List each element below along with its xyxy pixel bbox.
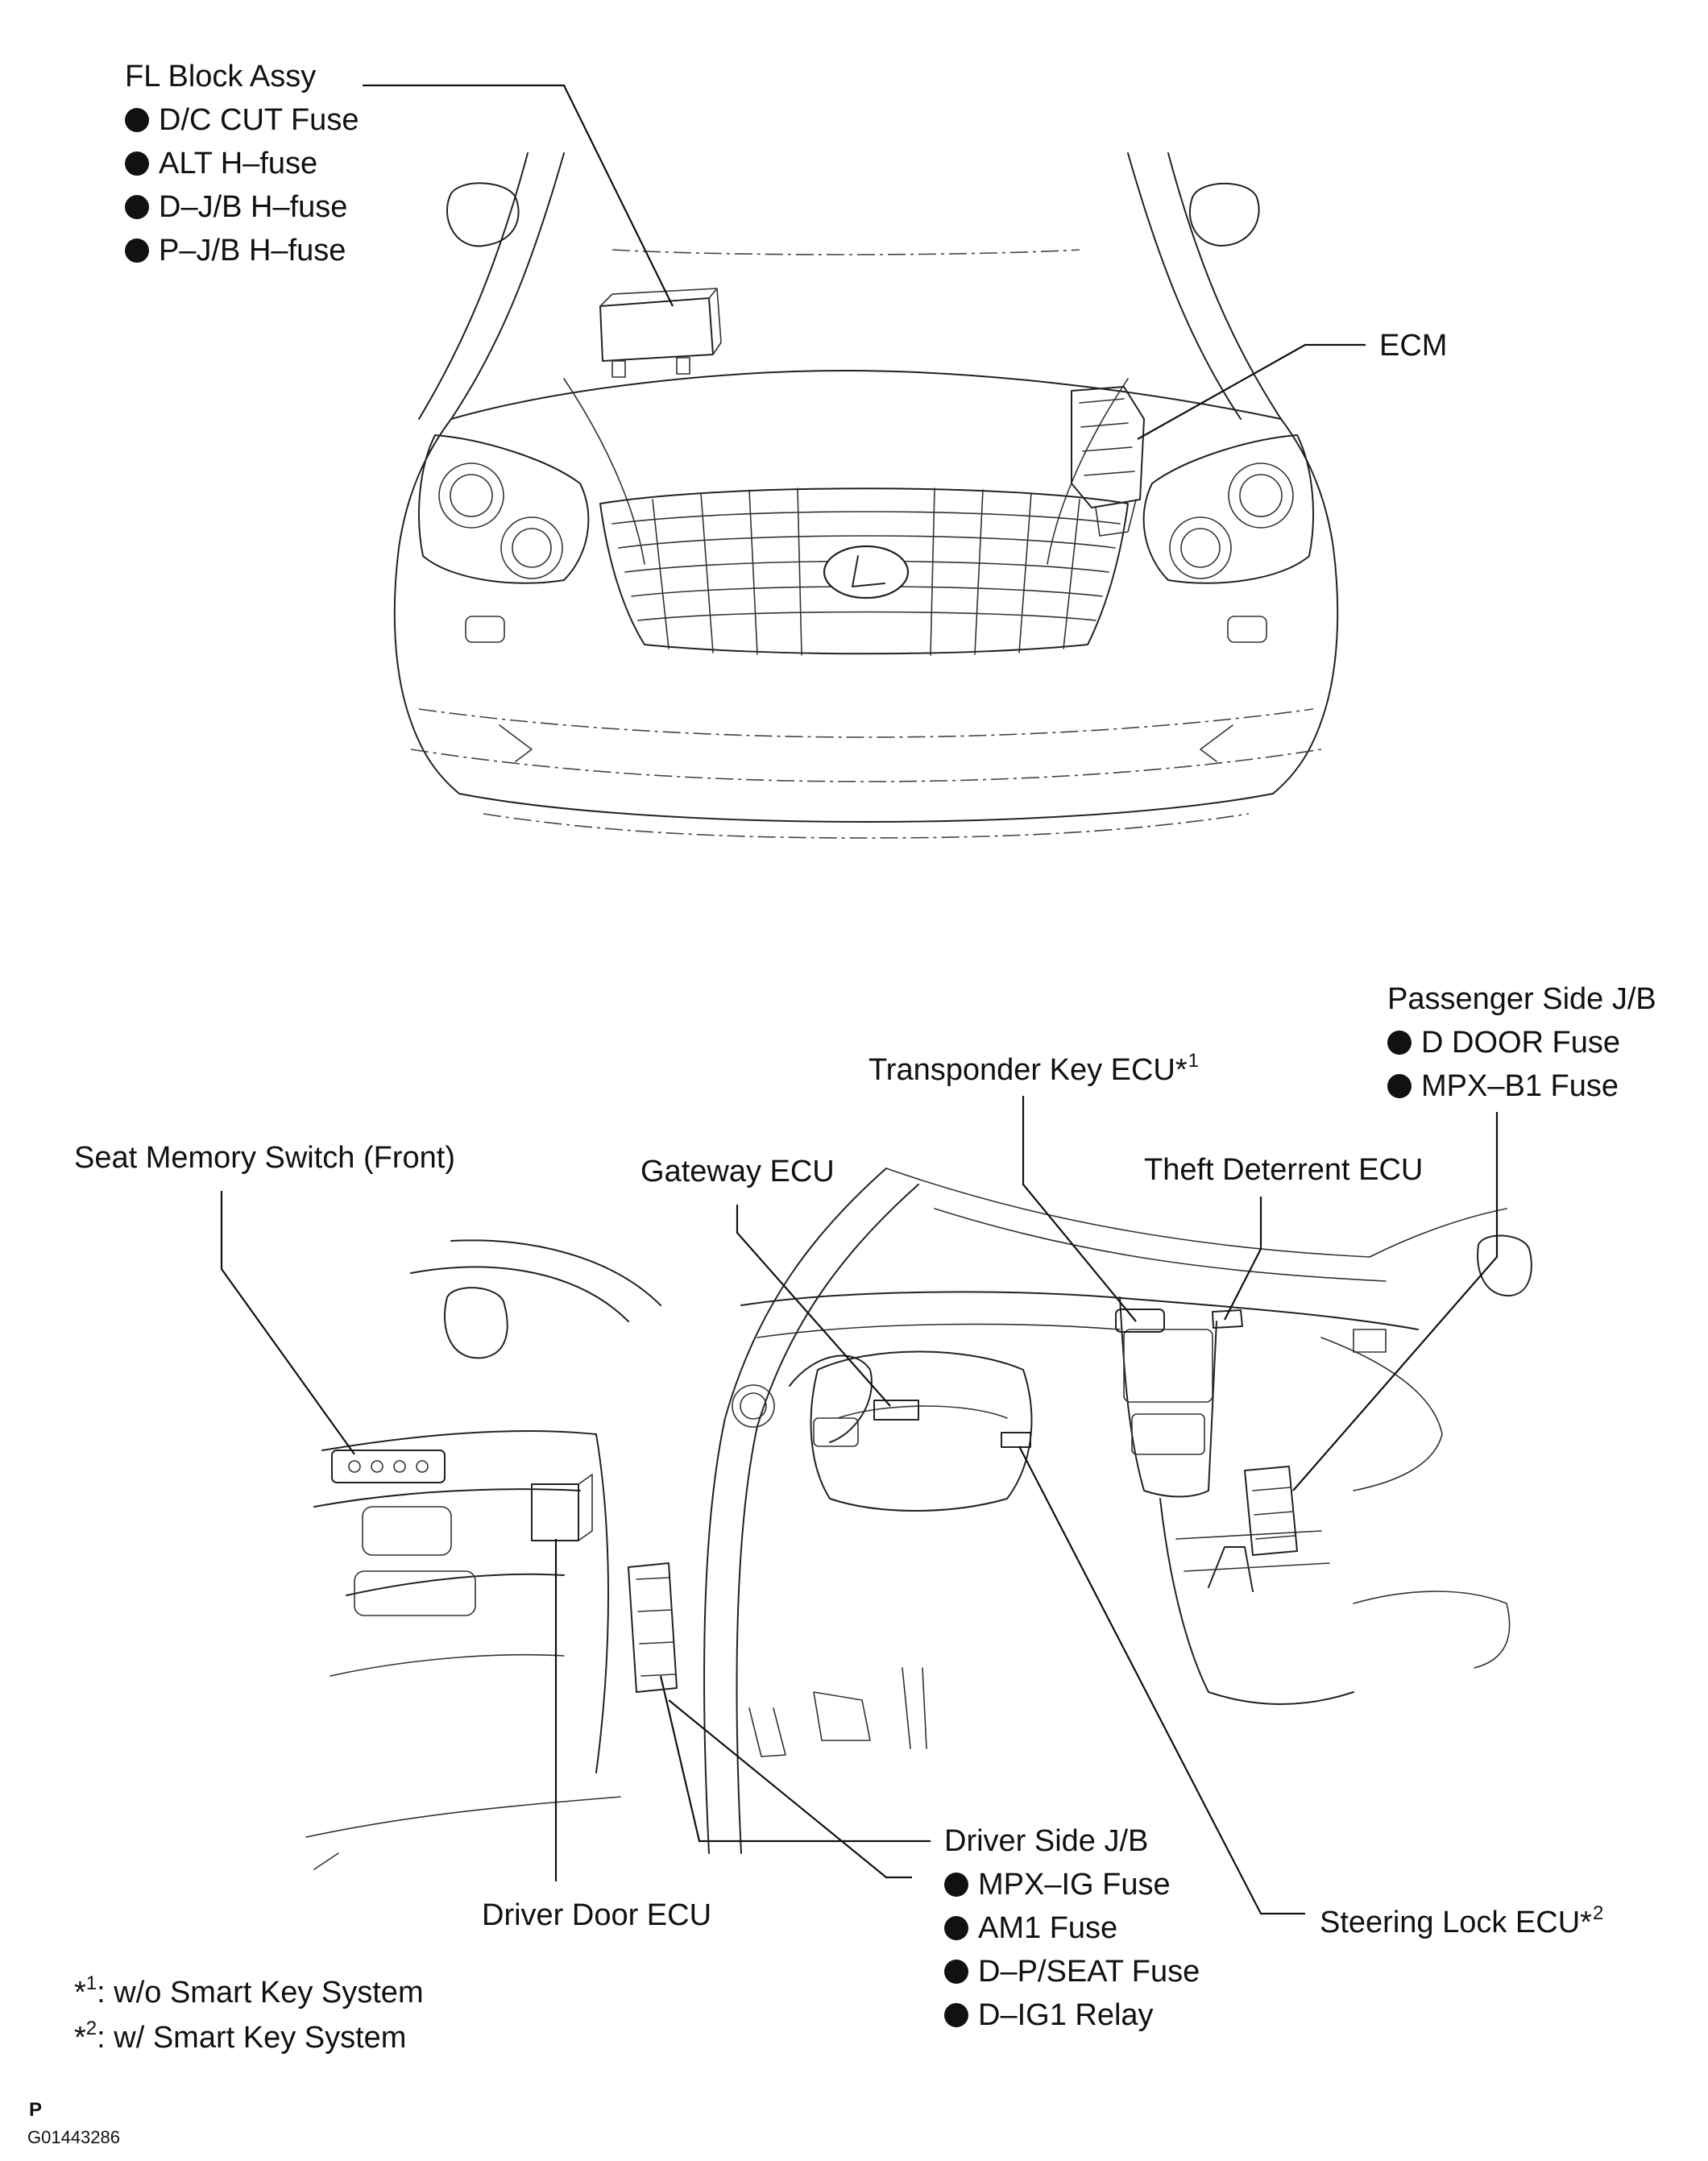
fl-item-1: D/C CUT Fuse: [159, 103, 359, 137]
list-item: MPX–IG Fuse: [944, 1863, 1200, 1906]
bullet-icon: [944, 2003, 968, 2027]
fl-item-2: ALT H–fuse: [159, 147, 318, 180]
list-item: MPX–B1 Fuse: [1387, 1064, 1620, 1108]
figure-code: G01443286: [27, 2127, 120, 2147]
bullet-icon: [944, 1873, 968, 1897]
driver-jb-leader-2: [668, 1699, 912, 1879]
bullet-icon: [944, 1916, 968, 1940]
note-1: *1: w/o Smart Key System: [74, 1972, 424, 2010]
passenger-jb-leader: [1292, 1112, 1499, 1491]
transponder-label: Transponder Key ECU*1: [869, 1050, 1200, 1087]
ecm-leader: [1137, 343, 1366, 440]
section-code: P: [29, 2099, 43, 2121]
list-item: D/C CUT Fuse: [125, 98, 359, 142]
note-2: *2: w/ Smart Key System: [74, 2018, 407, 2055]
seat-memory-leader: [220, 1191, 355, 1455]
bullet-icon: [944, 1960, 968, 1984]
fl-block-part: [599, 288, 722, 378]
djb-item-3: D–P/SEAT Fuse: [978, 1955, 1200, 1989]
bullet-icon: [1387, 1074, 1412, 1098]
pjb-item-2: MPX–B1 Fuse: [1421, 1069, 1619, 1103]
driver-door-label: Driver Door ECU: [482, 1898, 712, 1932]
bullet-icon: [125, 238, 149, 263]
ecm-label: ECM: [1379, 329, 1448, 363]
fl-block-title: FL Block Assy: [125, 60, 317, 93]
list-item: D–J/B H–fuse: [125, 185, 359, 229]
list-item: AM1 Fuse: [944, 1906, 1200, 1950]
vehicle-interior-illustration: [305, 1168, 1532, 1870]
steering-lock-label: Steering Lock ECU*2: [1320, 1902, 1604, 1939]
theft-leader: [1224, 1197, 1262, 1321]
gateway-label: Gateway ECU: [640, 1155, 835, 1188]
ecm-part: [1071, 386, 1145, 537]
djb-item-2: AM1 Fuse: [978, 1911, 1118, 1945]
fl-block-leader: [363, 84, 674, 307]
transponder-leader: [1022, 1096, 1137, 1322]
driver-jb-leader-1: [659, 1675, 931, 1843]
djb-item-4: D–IG1 Relay: [978, 1998, 1154, 2032]
fl-block-list: D/C CUT Fuse ALT H–fuse D–J/B H–fuse P–J…: [125, 98, 359, 272]
bullet-icon: [1387, 1031, 1412, 1055]
bullet-icon: [125, 195, 149, 219]
list-item: D–P/SEAT Fuse: [944, 1950, 1200, 1993]
theft-label: Theft Deterrent ECU: [1144, 1153, 1424, 1187]
vehicle-front-illustration: [393, 152, 1339, 839]
pjb-item-1: D DOOR Fuse: [1421, 1026, 1621, 1060]
bullet-icon: [125, 151, 149, 176]
seat-memory-label: Seat Memory Switch (Front): [74, 1141, 455, 1175]
list-item: ALT H–fuse: [125, 142, 359, 185]
steering-lock-leader: [1018, 1446, 1305, 1915]
passenger-jb-title: Passenger Side J/B: [1387, 982, 1656, 1016]
bullet-icon: [125, 108, 149, 132]
fl-item-3: D–J/B H–fuse: [159, 190, 348, 224]
djb-item-1: MPX–IG Fuse: [978, 1868, 1171, 1902]
list-item: D DOOR Fuse: [1387, 1021, 1620, 1064]
fl-item-4: P–J/B H–fuse: [159, 234, 346, 268]
passenger-jb-list: D DOOR Fuse MPX–B1 Fuse: [1387, 1021, 1620, 1108]
list-item: D–IG1 Relay: [944, 1993, 1200, 2037]
gateway-leader: [736, 1205, 891, 1407]
driver-jb-title: Driver Side J/B: [944, 1824, 1149, 1858]
driver-jb-list: MPX–IG Fuse AM1 Fuse D–P/SEAT Fuse D–IG1…: [944, 1863, 1200, 2037]
list-item: P–J/B H–fuse: [125, 229, 359, 272]
